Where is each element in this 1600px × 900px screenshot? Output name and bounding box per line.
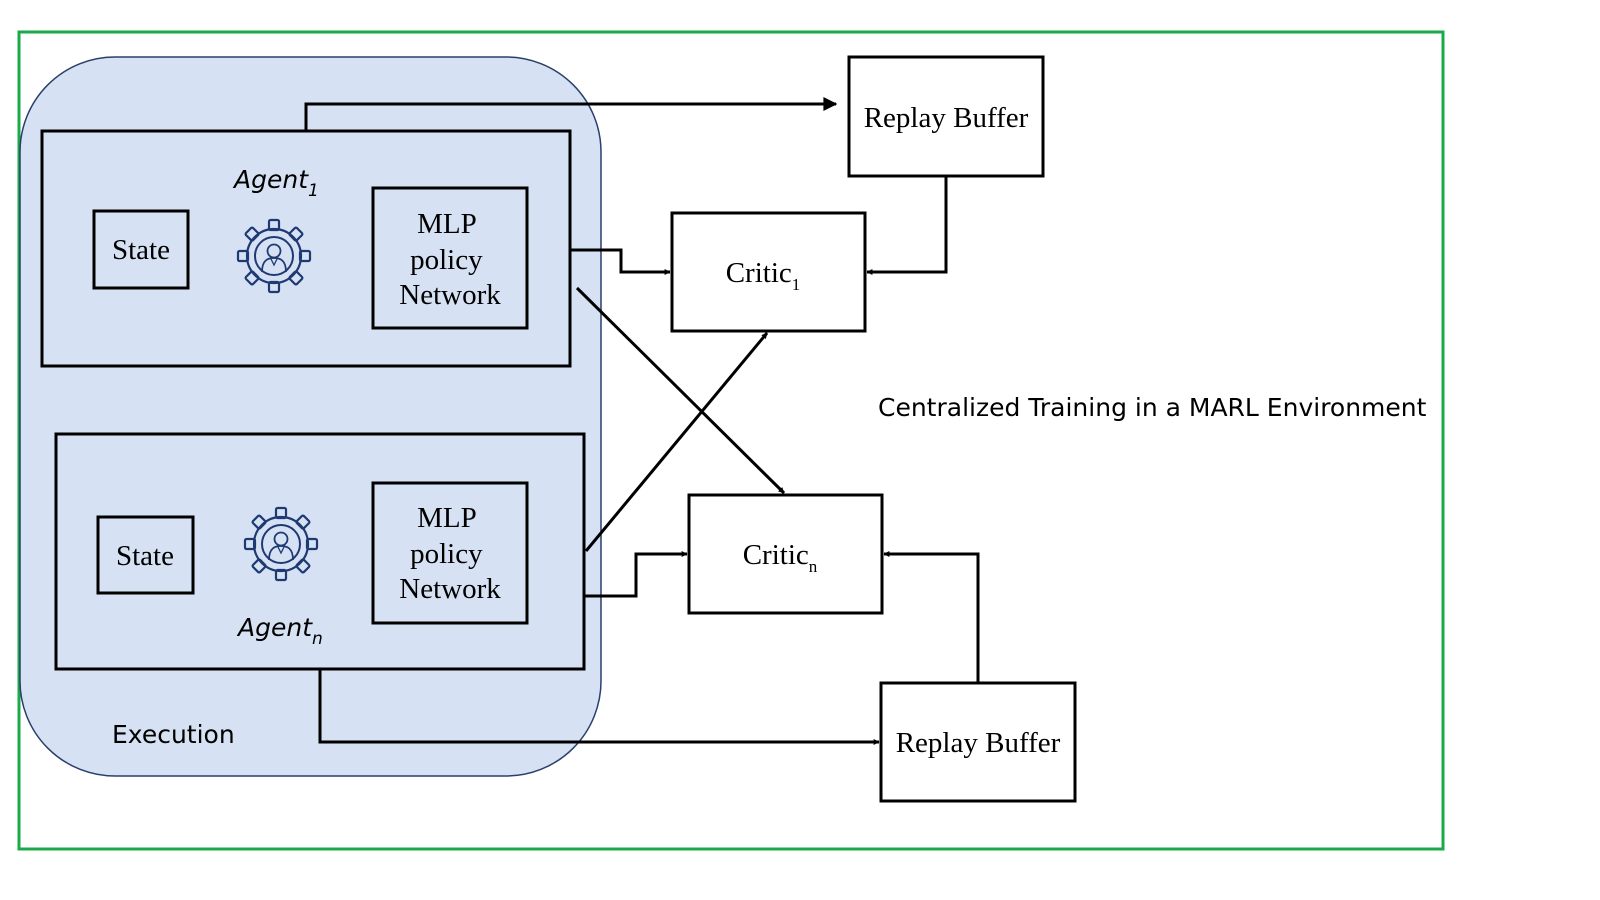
arrow-agentn-to-criticn (584, 551, 688, 598)
arrow-agentn-to-critic1 (584, 332, 769, 552)
agent-n-network-box (371, 481, 529, 625)
critic-n-label: Criticn (743, 539, 818, 576)
agent-1-state-box (92, 209, 190, 290)
replay-buffer-top-label: Replay Buffer (864, 102, 1029, 134)
arrow-agentn-to-replay-bottom (318, 669, 880, 745)
replay-buffer-bottom-box (879, 681, 1077, 803)
agent-1-network-label: MLP policy Network (399, 208, 501, 311)
arrow-replay-bottom-to-criticn (883, 551, 980, 683)
critic-1-box (670, 211, 867, 333)
agent-n-state-label: State (116, 540, 174, 572)
agent-1-label: Agent1 (232, 165, 319, 201)
caption: Centralized Training in a MARL Environme… (878, 393, 1427, 422)
replay-buffer-top-box (847, 55, 1045, 178)
replay-buffer-bottom-label: Replay Buffer (896, 727, 1061, 759)
execution-label: Execution (112, 720, 235, 749)
gear-agent-icon (243, 506, 319, 582)
arrow-agent1-to-critic1 (570, 248, 671, 275)
agent-n-state-box (96, 515, 195, 595)
agent-n-network-label: MLP policy Network (399, 502, 501, 605)
gear-agent-icon (236, 218, 312, 294)
environment-frame (17, 30, 1445, 851)
critic-n-box (687, 493, 884, 615)
agent-1-state-label: State (112, 234, 170, 266)
arrow-replay-top-to-critic1 (866, 176, 948, 275)
arrow-agent1-to-replay-top (304, 97, 838, 131)
agent-1-network-box (371, 186, 529, 330)
arrow-agent1-to-criticn (575, 286, 786, 495)
critic-1-label: Critic1 (726, 257, 801, 294)
agent-n-label: Agentn (236, 613, 323, 649)
